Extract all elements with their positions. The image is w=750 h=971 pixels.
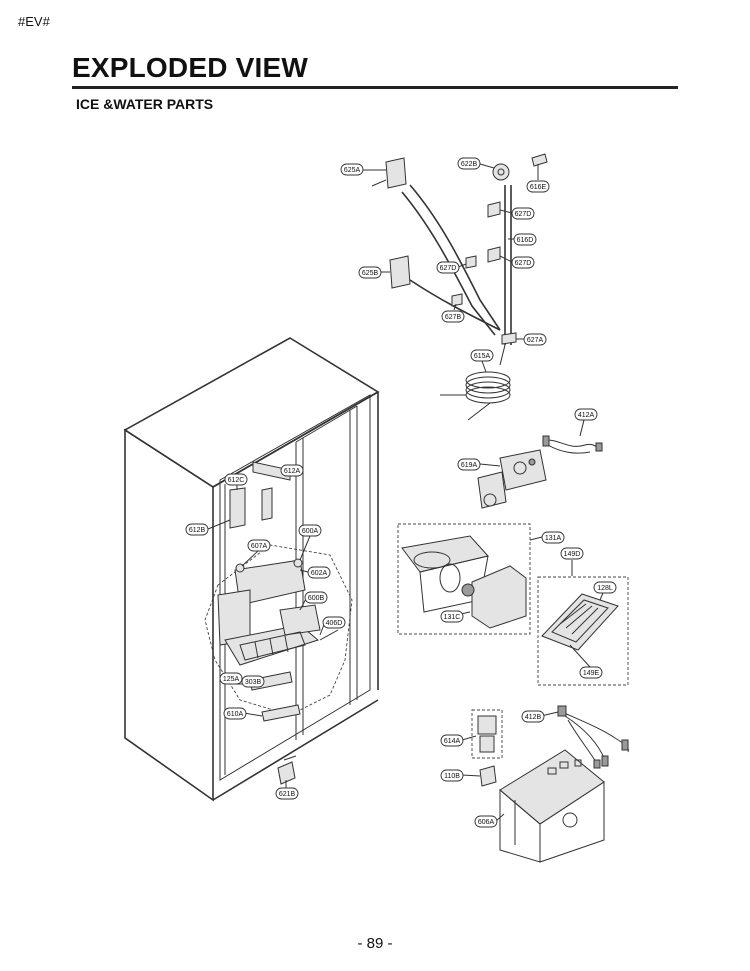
callout-303b-label: 303B <box>245 679 262 686</box>
callout-614a: 614A <box>440 734 464 747</box>
callout-131a-label: 131A <box>545 535 562 542</box>
callout-612b-label: 612B <box>189 527 206 534</box>
callout-610a: 610A <box>223 707 247 720</box>
callout-627b: 627B <box>441 310 465 323</box>
callout-619a: 619A <box>457 458 481 471</box>
callout-606a-label: 606A <box>478 819 495 826</box>
callout-412a: 412A <box>574 408 598 421</box>
section-subtitle: ICE &WATER PARTS <box>76 96 214 112</box>
callout-627d-top: 627D <box>511 207 535 220</box>
callout-627d-left: 627D <box>436 261 460 274</box>
callout-616d: 616D <box>513 233 537 246</box>
water-valve-619a <box>477 449 547 509</box>
callout-625a: 625A <box>340 163 364 176</box>
callout-600a: 600A <box>298 524 322 537</box>
callout-602a-label: 602A <box>311 570 328 577</box>
callout-128l-label: 128L <box>597 585 613 592</box>
dispenser-cover-group <box>537 560 629 686</box>
callout-149e: 149E <box>579 666 603 679</box>
callout-131c-label: 131C <box>444 614 461 621</box>
callout-149e-label: 149E <box>583 670 600 677</box>
callout-606a: 606A <box>474 815 498 828</box>
callout-602a: 602A <box>307 566 331 579</box>
callout-625b-label: 625B <box>362 270 379 277</box>
callout-610a-label: 610A <box>227 711 244 718</box>
ice-bin-group <box>397 523 531 635</box>
page-title: EXPLODED VIEW <box>72 52 308 83</box>
callout-621b: 621B <box>275 787 299 800</box>
callout-607a-label: 607A <box>251 543 268 550</box>
callout-110b: 110B <box>440 769 464 782</box>
callout-627b-label: 627B <box>445 314 462 321</box>
water-tubing <box>401 153 548 421</box>
cap-110b <box>479 765 497 787</box>
document-tag: #EV# <box>18 14 50 29</box>
wire-harness-412a <box>542 435 603 454</box>
page-number: - 89 - <box>357 935 393 952</box>
callout-303b: 303B <box>241 675 265 688</box>
callout-614a-label: 614A <box>444 738 461 745</box>
callout-412b: 412B <box>521 710 545 723</box>
dispenser-housing-606a <box>499 749 605 863</box>
callout-625a-label: 625A <box>344 167 361 174</box>
bracket-625a <box>371 157 407 189</box>
callout-406d: 406D <box>322 616 346 629</box>
callout-149d: 149D <box>560 547 584 560</box>
callout-616e-label: 616E <box>530 184 547 191</box>
callout-125a: 125A <box>219 672 243 685</box>
callout-615a-label: 615A <box>474 353 491 360</box>
callout-131a: 131A <box>541 531 565 544</box>
wire-harness-412b <box>557 705 629 769</box>
bracket-625b <box>389 255 411 289</box>
ice-maker-assembly <box>217 461 339 785</box>
callout-131c: 131C <box>440 610 464 623</box>
callout-627d-left-label: 627D <box>440 265 457 272</box>
callout-612a: 612A <box>280 464 304 477</box>
callout-621b-label: 621B <box>279 791 296 798</box>
callout-627a: 627A <box>523 333 547 346</box>
callout-110b-label: 110B <box>444 773 460 780</box>
callout-149d-label: 149D <box>564 551 581 558</box>
callout-612c-label: 612C <box>228 477 245 484</box>
callout-616d-label: 616D <box>517 237 534 244</box>
callout-607a: 607A <box>247 539 271 552</box>
callout-600b: 600B <box>304 591 328 604</box>
callout-615a: 615A <box>470 349 494 362</box>
callout-622b-label: 622B <box>461 161 478 168</box>
callout-625b: 625B <box>358 266 382 279</box>
callout-128l: 128L <box>593 581 617 594</box>
callout-612b: 612B <box>185 523 209 536</box>
callout-612a-label: 612A <box>284 468 301 475</box>
title-rule <box>72 86 678 89</box>
callout-619a-label: 619A <box>461 462 478 469</box>
solenoid-614a <box>471 709 503 759</box>
callout-627a-label: 627A <box>527 337 544 344</box>
callout-627d-right: 627D <box>511 256 535 269</box>
callout-412b-label: 412B <box>525 714 542 721</box>
callout-622b: 622B <box>457 157 481 170</box>
callout-627d-top-label: 627D <box>515 211 532 218</box>
callout-616e: 616E <box>526 180 550 193</box>
callout-612c: 612C <box>224 473 248 486</box>
callout-600b-label: 600B <box>308 595 325 602</box>
callout-627d-right-label: 627D <box>515 260 532 267</box>
callout-600a-label: 600A <box>302 528 319 535</box>
callout-412a-label: 412A <box>578 412 595 419</box>
callout-125a-label: 125A <box>223 676 240 683</box>
callout-406d-label: 406D <box>326 620 343 627</box>
